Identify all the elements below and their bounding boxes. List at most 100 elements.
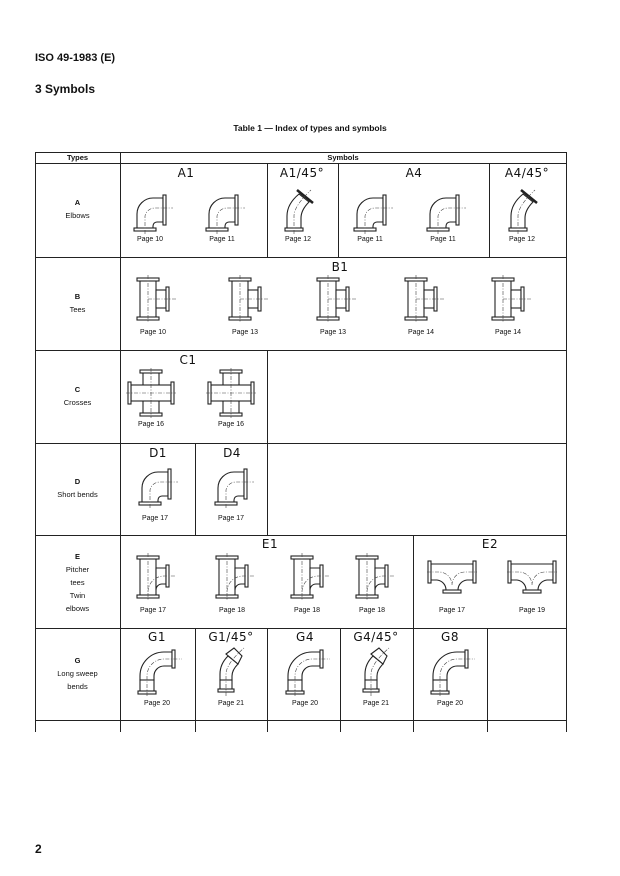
elbow-fitting-symbol (418, 186, 468, 236)
cell-divider (267, 163, 268, 257)
bend45-fitting-symbol (351, 646, 401, 696)
type-name: Elbows (65, 211, 90, 220)
tee-fitting-symbol (396, 274, 446, 324)
bend-fitting-symbol (425, 646, 475, 696)
twin-fitting-symbol (507, 552, 557, 602)
standard-header: ISO 49-1983 (E) (35, 52, 116, 64)
cell-divider (489, 163, 490, 257)
type-letter: D (74, 477, 81, 486)
symbol-group-label: C1 (179, 353, 197, 367)
symbol-group-label: D4 (223, 446, 241, 460)
type-letter: C (74, 384, 81, 394)
elbow-fitting-symbol (130, 460, 180, 510)
type-name: Pitcher (65, 564, 90, 574)
section-title: 3 Symbols (35, 82, 96, 96)
cell-divider (338, 163, 339, 257)
symbol-group-label: D1 (149, 446, 167, 460)
bend-fitting-symbol (280, 646, 330, 696)
type-letter: E (74, 551, 80, 561)
elbow-fitting-symbol (206, 460, 256, 510)
page-reference: Page 21 (217, 700, 245, 707)
row-divider (35, 628, 567, 629)
row-divider (35, 443, 567, 444)
page-reference: Page 11 (357, 236, 383, 243)
type-cell-d: D Short bends (35, 475, 120, 501)
type-letter: G (74, 656, 81, 665)
column-header-types: Types (66, 153, 89, 162)
page-reference: Page 10 (136, 236, 164, 243)
row-divider (35, 720, 567, 721)
cell-divider (195, 443, 196, 535)
page-reference: Page 11 (430, 236, 456, 243)
cell-divider (340, 628, 341, 720)
page-reference: Page 12 (508, 236, 536, 243)
type-name: Crosses (63, 397, 92, 407)
symbol-group-label: A4/45° (504, 166, 550, 180)
elbow45-fitting-symbol (273, 186, 323, 236)
tee-fitting-symbol (220, 274, 270, 324)
column-header-symbols: Symbols (327, 153, 359, 162)
twin-fitting-symbol (427, 552, 477, 602)
type-cell-b: B Tees (35, 290, 120, 316)
cell-divider (487, 628, 488, 720)
type-letter: A (74, 198, 81, 207)
page-reference: Page 16 (137, 421, 165, 428)
page-reference: Page 14 (407, 329, 435, 336)
cell-divider (267, 720, 268, 732)
symbol-group-label: A4 (405, 166, 423, 180)
cell-divider (413, 628, 414, 720)
cell-divider (340, 720, 341, 732)
cell-divider (487, 720, 488, 732)
row-divider (35, 163, 567, 164)
tee-fitting-symbol (128, 274, 178, 324)
type-name: elbows (65, 603, 90, 613)
elbow-fitting-symbol (345, 186, 395, 236)
page-reference: Page 20 (436, 700, 464, 707)
type-name: Long sweep (57, 669, 98, 678)
row-divider (35, 257, 567, 258)
pitcher-fitting-symbol (282, 552, 332, 602)
cell-divider (267, 350, 268, 443)
pitcher-fitting-symbol (207, 552, 257, 602)
type-cell-c: C Crosses (35, 383, 120, 409)
symbol-group-label: E1 (261, 537, 279, 551)
page-reference: Page 18 (218, 607, 246, 614)
elbow45-fitting-symbol (497, 186, 547, 236)
symbol-group-label: G8 (441, 630, 459, 644)
tee-fitting-symbol (483, 274, 533, 324)
page-reference: Page 10 (139, 329, 167, 336)
symbol-group-label: E2 (481, 537, 499, 551)
type-name: Short bends (57, 490, 98, 499)
bend-fitting-symbol (132, 646, 182, 696)
tee-fitting-symbol (308, 274, 358, 324)
table-border-top (35, 152, 566, 153)
page-reference: Page 19 (518, 607, 546, 614)
pitcher-fitting-symbol (347, 552, 397, 602)
page-reference: Page 13 (319, 329, 347, 336)
symbol-group-label: G4 (296, 630, 314, 644)
table-border-right (566, 152, 567, 732)
page-reference: Page 17 (139, 607, 167, 614)
symbol-group-label: A1 (177, 166, 195, 180)
page-reference: Page 11 (209, 236, 235, 243)
symbol-group-label: G4/45° (353, 630, 399, 644)
elbow-fitting-symbol (125, 186, 175, 236)
type-cell-g: G Long sweep bends (35, 654, 120, 693)
row-divider (35, 350, 567, 351)
page-number: 2 (35, 842, 42, 856)
type-name: Tees (69, 304, 86, 314)
page-reference: Page 21 (362, 700, 390, 707)
cell-divider (195, 720, 196, 732)
cell-divider (267, 443, 268, 535)
type-name: bends (67, 682, 88, 691)
cross-fitting-symbol (206, 368, 256, 418)
symbol-group-label: A1/45° (279, 166, 325, 180)
table-border-left (35, 152, 36, 732)
type-letter: B (74, 291, 81, 301)
page-reference: Page 20 (291, 700, 319, 707)
row-divider (35, 535, 567, 536)
page-reference: Page 17 (217, 515, 245, 522)
cell-divider (195, 628, 196, 720)
pitcher-fitting-symbol (128, 552, 178, 602)
